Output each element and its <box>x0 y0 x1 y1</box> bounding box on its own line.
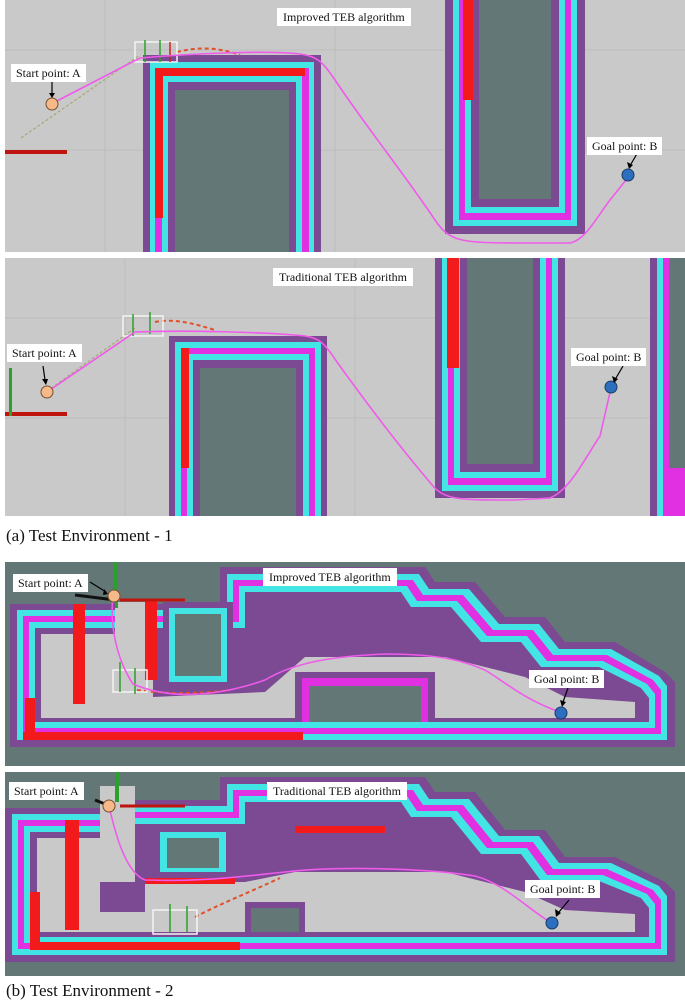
start-marker <box>102 799 116 813</box>
goal-marker <box>545 916 559 930</box>
panel-env2-traditional: Traditional TEB algorithm Start point: A… <box>5 772 685 976</box>
start-label: Start point: A <box>7 344 82 362</box>
planned-path <box>108 805 554 925</box>
caption-env1: (a) Test Environment - 1 <box>6 526 173 545</box>
costmap-env1-improved <box>5 0 685 252</box>
obstacle-right <box>435 258 565 498</box>
goal-label: Goal point: B <box>529 670 605 688</box>
costmap-env2-improved <box>5 562 685 766</box>
trajectory-poses <box>152 877 281 935</box>
panel-title: Traditional TEB algorithm <box>273 268 413 286</box>
goal-marker <box>554 706 568 720</box>
start-marker <box>107 589 121 603</box>
start-label: Start point: A <box>11 64 86 82</box>
start-marker <box>45 97 59 111</box>
caption-env2: (b) Test Environment - 2 <box>6 981 174 1000</box>
start-label: Start point: A <box>13 574 88 592</box>
trajectory-poses <box>112 662 231 694</box>
goal-label: Goal point: B <box>587 137 663 155</box>
goal-label: Goal point: B <box>525 880 601 898</box>
obstacle-left <box>169 336 327 516</box>
obstacle-left <box>143 55 321 252</box>
planned-path <box>111 595 561 713</box>
panel-title: Traditional TEB algorithm <box>267 782 407 800</box>
panel-env1-traditional: Traditional TEB algorithm Start point: A… <box>5 258 685 516</box>
planned-path <box>52 51 631 244</box>
panel-env2-improved: Improved TEB algorithm Start point: A Go… <box>5 562 685 766</box>
panel-title: Improved TEB algorithm <box>277 8 411 26</box>
trajectory-poses <box>122 312 216 337</box>
goal-marker <box>621 168 635 182</box>
costmap-env2-traditional <box>5 772 685 976</box>
start-label: Start point: A <box>9 782 84 800</box>
start-marker <box>40 385 54 399</box>
planned-path <box>46 330 612 501</box>
panel-title: Improved TEB algorithm <box>263 568 397 586</box>
goal-label: Goal point: B <box>571 348 647 366</box>
costmap-env1-traditional <box>5 258 685 516</box>
goal-marker <box>604 380 618 394</box>
obstacle-far-right <box>650 258 685 516</box>
obstacle-right <box>445 0 585 234</box>
panel-env1-improved: Improved TEB algorithm Start point: A Go… <box>5 0 685 252</box>
